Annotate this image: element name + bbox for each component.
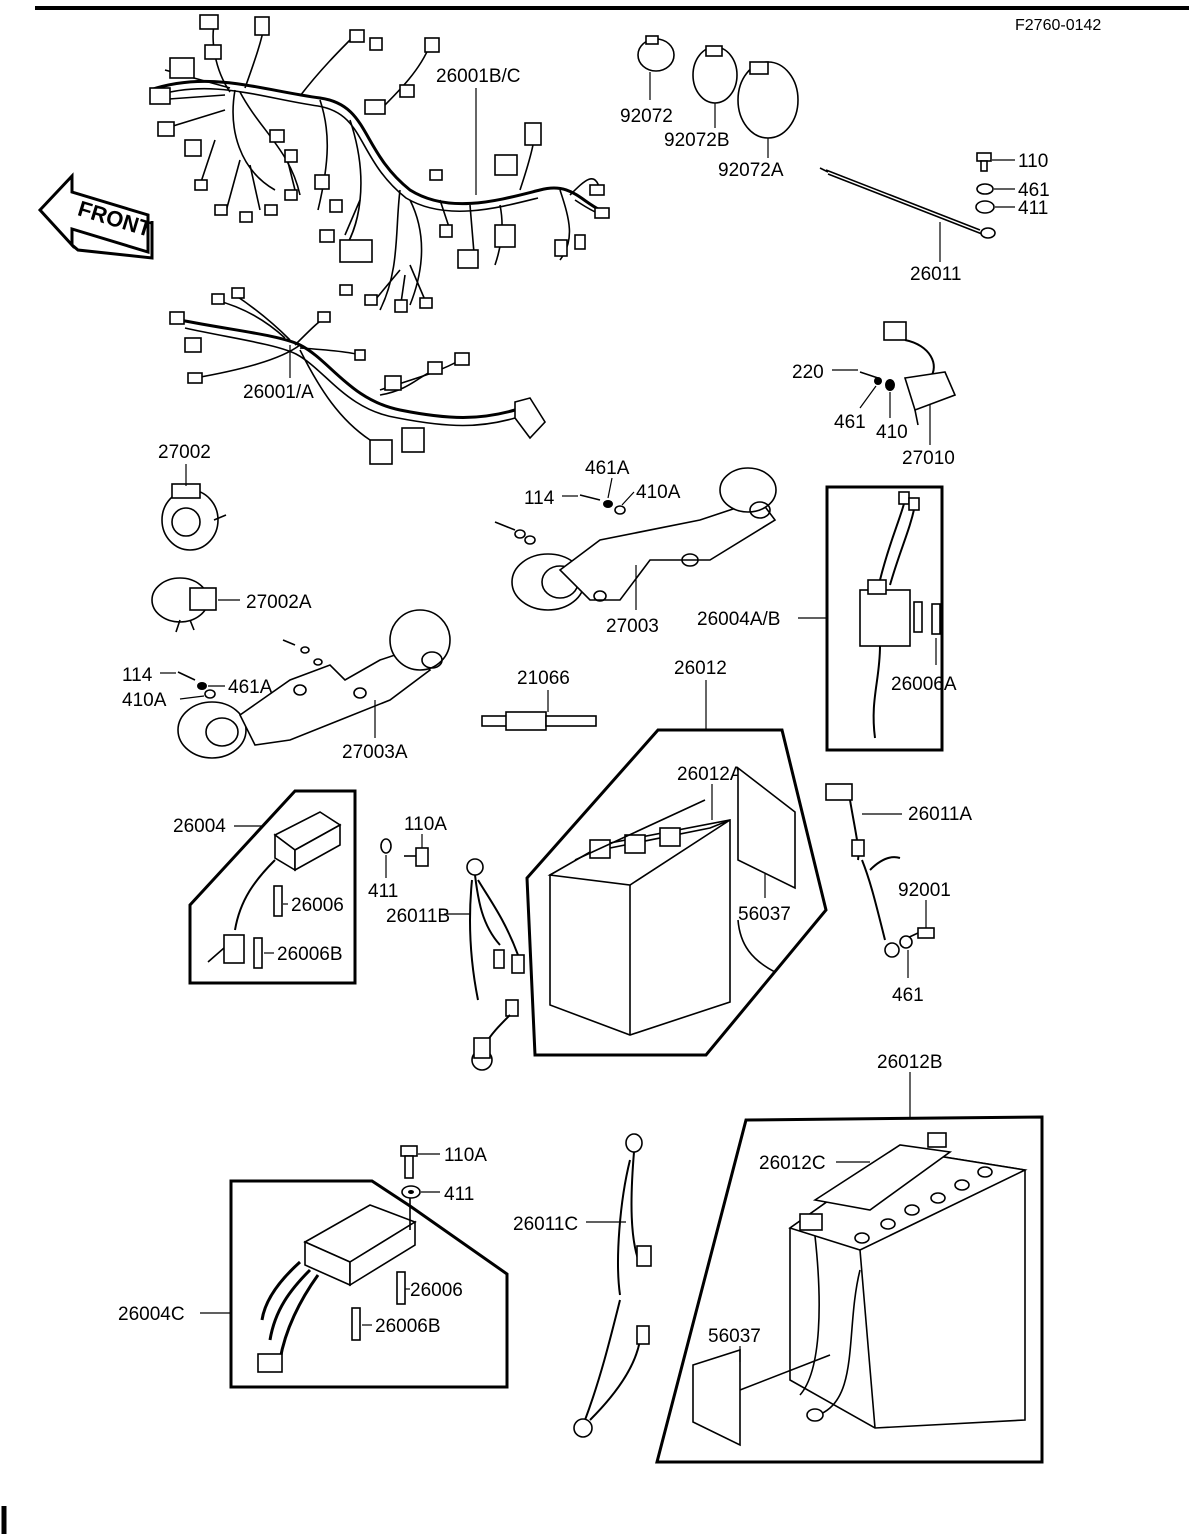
battery-vent-tube: [737, 919, 776, 973]
clamp-92072b-drawing: [692, 45, 738, 104]
label-26006-mid: 26006: [291, 895, 344, 916]
sub-wiring-harness-drawing: [169, 287, 547, 465]
label-26004: 26004: [173, 816, 226, 837]
washer-461-low-icon: [899, 935, 913, 949]
washer-461a-low-icon: [197, 682, 207, 690]
label-410a-low: 410A: [122, 690, 167, 711]
label-92001: 92001: [898, 880, 951, 901]
fuse-box-26004c-drawing: [257, 1204, 417, 1373]
regulator-27010-drawing: [883, 321, 957, 426]
washer-461-icon: [976, 183, 994, 195]
label-26011a: 26011A: [908, 804, 972, 825]
label-26011: 26011: [910, 264, 961, 285]
label-110: 110: [1018, 151, 1048, 172]
label-411-low: 411: [444, 1184, 474, 1205]
washer-410a-top-icon: [614, 505, 626, 515]
box-26012: [525, 728, 828, 1057]
label-410a-top: 410A: [636, 482, 681, 503]
bolt-114-top-icon: [579, 494, 601, 501]
label-27002: 27002: [158, 442, 211, 463]
label-26001a: 26001/A: [243, 382, 314, 403]
label-sticker-56037-low: [692, 1348, 741, 1447]
label-26006-low: 26006: [410, 1280, 463, 1301]
label-92072b: 92072B: [664, 130, 730, 151]
box-26004ab: [825, 485, 944, 752]
box-26004c: [229, 1179, 509, 1389]
label-26012b: 26012B: [877, 1052, 943, 1073]
washer-411-mid-icon: [380, 838, 392, 854]
label-27003a: 27003A: [342, 742, 408, 763]
leader-461a-top: [607, 477, 613, 499]
bolt-110a-mid-icon: [404, 847, 429, 867]
label-92072a: 92072A: [718, 160, 784, 181]
front-arrow-icon: FRONT: [37, 172, 155, 260]
bolt-114-low-icon: [177, 671, 196, 681]
label-26004c: 26004C: [118, 1304, 185, 1325]
label-114-low: 114: [122, 665, 153, 686]
washer-410-small-icon: [885, 379, 895, 391]
cable-26011b-drawing: [466, 858, 525, 1071]
bolt-110-icon: [976, 152, 992, 172]
ground-lead-26011-drawing: [819, 167, 996, 239]
label-461-top: 461: [1018, 180, 1050, 201]
label-26001bc: 26001B/C: [436, 66, 521, 87]
horn-bracket-27003a-drawing: [177, 609, 451, 759]
leader-410a-top: [621, 491, 635, 506]
label-26012a: 26012A: [677, 764, 743, 785]
label-27002a: 27002A: [246, 592, 312, 613]
horn-27002-drawing: [161, 483, 227, 551]
label-26006b-mid: 26006B: [277, 944, 343, 965]
label-110a-mid: 110A: [404, 814, 447, 835]
horn-27002a-drawing: [151, 577, 217, 633]
label-114-top: 114: [524, 488, 555, 509]
label-110a-low: 110A: [444, 1145, 487, 1166]
label-26012: 26012: [674, 658, 727, 679]
clamp-92072a-drawing: [737, 61, 799, 139]
label-461-220: 461: [834, 412, 866, 433]
clamp-92072-drawing: [637, 35, 675, 72]
main-wiring-harness-drawing: [149, 14, 610, 313]
battery-26012c-drawing: [739, 1132, 1028, 1429]
label-21066: 21066: [517, 668, 570, 689]
washer-410a-low-icon: [204, 689, 216, 699]
washer-461a-top-icon: [603, 500, 613, 508]
label-26011b: 26011B: [386, 906, 450, 927]
label-26006b-low: 26006B: [375, 1316, 441, 1337]
switch-21066-drawing: [481, 711, 597, 731]
label-27003: 27003: [606, 616, 659, 637]
fuse-box-26004-drawing: [207, 811, 342, 969]
label-26004ab: 26004A/B: [697, 609, 780, 630]
label-56037-low: 56037: [708, 1326, 761, 1347]
screw-220-icon: [859, 371, 879, 379]
cable-26011c-drawing: [573, 1133, 652, 1438]
label-26011c: 26011C: [513, 1214, 578, 1235]
label-220: 220: [792, 362, 824, 383]
label-sticker-56037-mid: [737, 766, 796, 890]
washer-411-low-hole: [408, 1190, 414, 1194]
label-461a-top: 461A: [585, 458, 630, 479]
label-92072: 92072: [620, 106, 673, 127]
label-27010: 27010: [902, 448, 955, 469]
box-26012b: [655, 1115, 1044, 1464]
label-26012c: 26012C: [759, 1153, 826, 1174]
label-461a-low: 461A: [228, 677, 273, 698]
label-56037-mid: 56037: [738, 904, 791, 925]
fuse-box-26004ab-drawing: [859, 491, 941, 739]
washer-411-icon: [975, 200, 995, 214]
cable-26011a-drawing: [825, 783, 901, 958]
leader-410a-low: [179, 695, 205, 700]
horn-bracket-27003-drawing: [494, 467, 777, 611]
label-411-top: 411: [1018, 198, 1048, 219]
battery-26012a-drawing: [547, 799, 731, 1036]
label-26006a: 26006A: [891, 674, 957, 695]
leader-461-220: [859, 385, 877, 409]
label-461-low: 461: [892, 985, 924, 1006]
diagram-code: F2760-0142: [1015, 17, 1101, 34]
washer-461-small-icon: [874, 377, 882, 385]
label-410: 410: [876, 422, 908, 443]
label-411-mid: 411: [368, 881, 398, 902]
bolt-110a-low-icon: [400, 1145, 418, 1179]
box-26004: [188, 789, 357, 985]
